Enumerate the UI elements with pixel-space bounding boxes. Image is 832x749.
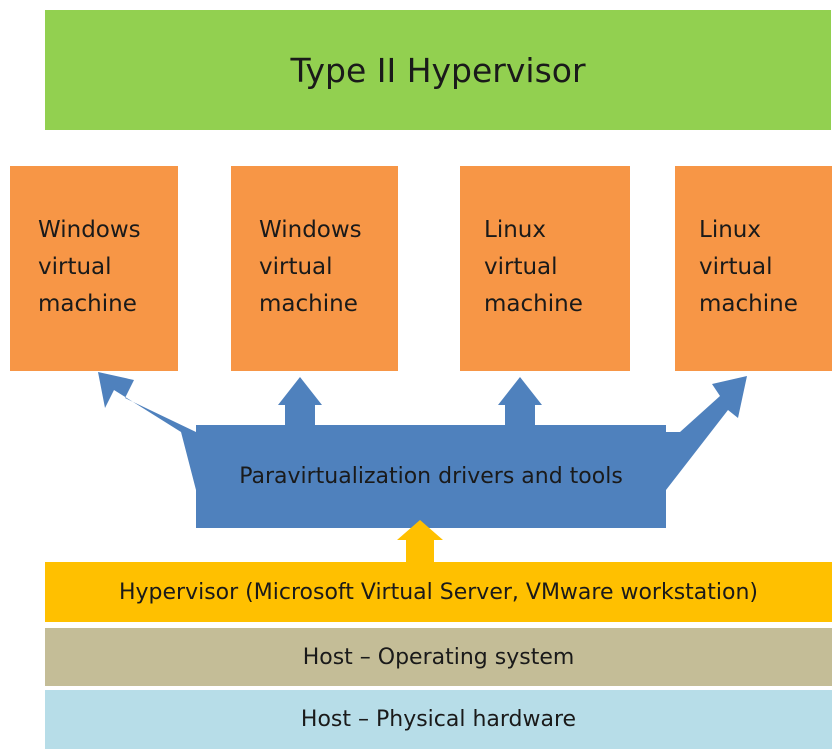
vm-virtual-label: virtual xyxy=(259,254,333,280)
vm-box-windows-1: Windows virtual machine xyxy=(10,166,178,371)
host-os-layer: Host – Operating system xyxy=(45,628,832,686)
vm-os-label: Windows xyxy=(259,217,362,243)
hypervisor-layer: Hypervisor (Microsoft Virtual Server, VM… xyxy=(45,562,832,622)
vm-os-label: Linux xyxy=(484,217,546,243)
arrow-hypervisor-up xyxy=(397,520,443,562)
arrow-to-vm4 xyxy=(666,376,747,490)
vm-box-linux-1: Linux virtual machine xyxy=(460,166,630,371)
hypervisor-label: Hypervisor (Microsoft Virtual Server, VM… xyxy=(118,579,759,605)
vm-virtual-label: virtual xyxy=(484,254,558,280)
host-hardware-label: Host – Physical hardware xyxy=(300,707,577,732)
arrow-to-vm2 xyxy=(278,377,322,425)
host-hardware-layer: Host – Physical hardware xyxy=(45,690,832,749)
vm-machine-label: machine xyxy=(259,291,358,317)
vm-machine-label: machine xyxy=(699,291,798,317)
vm-machine-label: machine xyxy=(38,291,137,317)
vm-virtual-label: virtual xyxy=(699,254,773,280)
arrow-to-vm1 xyxy=(98,372,196,490)
paravirt-block xyxy=(196,425,666,528)
vm-os-label: Windows xyxy=(38,217,141,243)
arrow-to-vm3 xyxy=(498,377,542,425)
paravirt-label: Paravirtualization drivers and tools xyxy=(239,464,623,489)
paravirt-label-container: Paravirtualization drivers and tools xyxy=(196,425,666,528)
vm-os-label: Linux xyxy=(699,217,761,243)
host-os-label: Host – Operating system xyxy=(302,644,575,670)
title-text: Type II Hypervisor xyxy=(290,50,586,90)
type-ii-hypervisor-title: Type II Hypervisor xyxy=(45,10,831,130)
vm-box-windows-2: Windows virtual machine xyxy=(231,166,398,371)
vm-virtual-label: virtual xyxy=(38,254,112,280)
vm-box-linux-2: Linux virtual machine xyxy=(675,166,832,371)
vm-machine-label: machine xyxy=(484,291,583,317)
